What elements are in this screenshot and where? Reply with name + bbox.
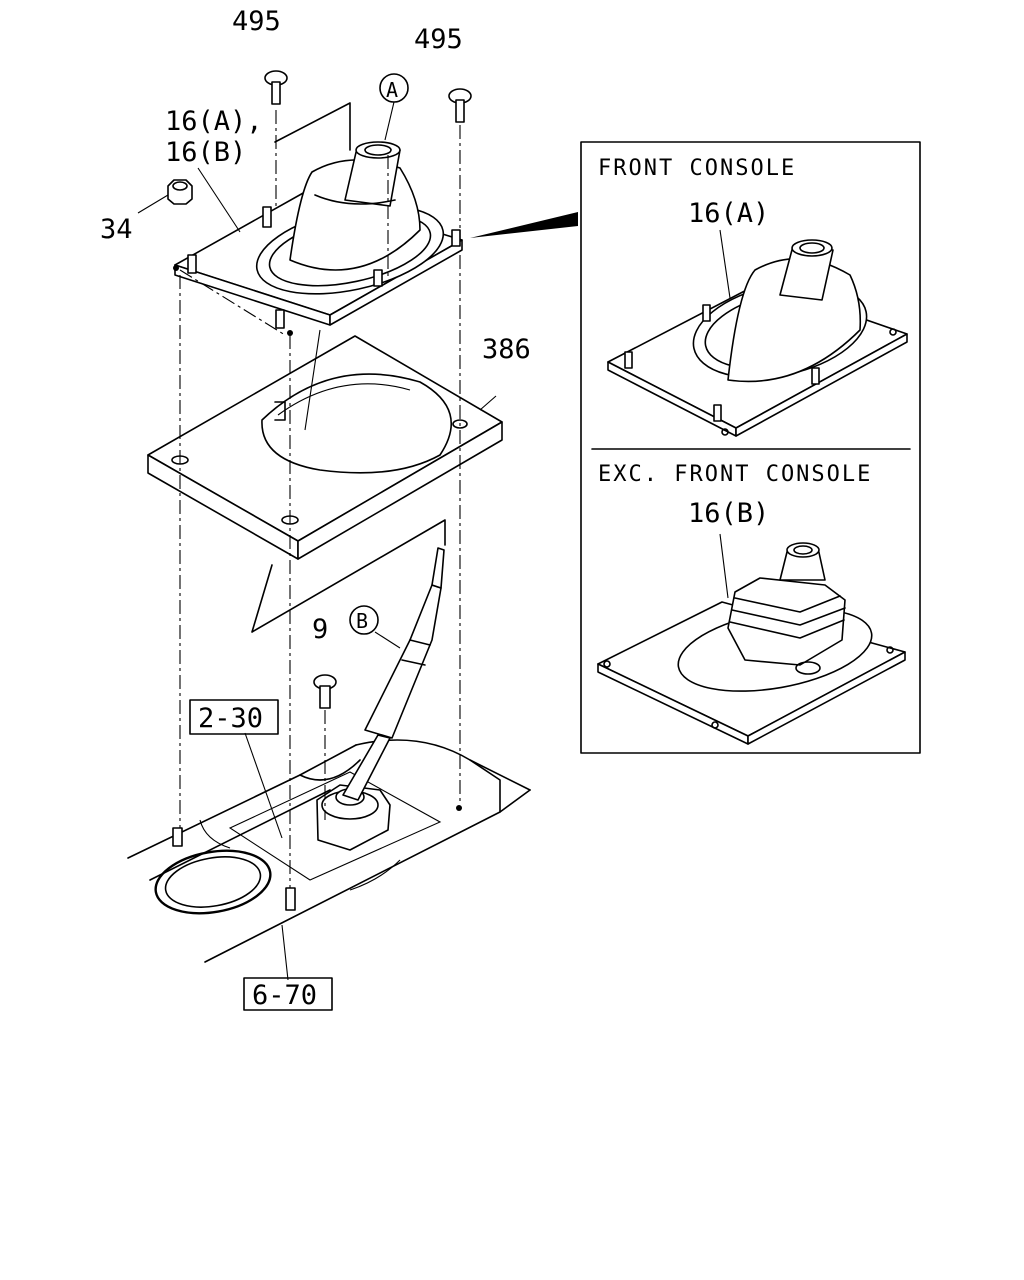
boot-bracket (274, 102, 351, 151)
svg-text:2-30: 2-30 (198, 703, 263, 734)
boot-16b-illustration (597, 533, 906, 745)
plate-386 (147, 335, 503, 560)
label-34: 34 (100, 214, 133, 245)
svg-text:A: A (386, 78, 398, 102)
inset-exc-front-console-part: 16(B) (688, 498, 769, 529)
label-495-left: 495 (232, 6, 281, 37)
inset-front-console-part: 16(A) (688, 198, 769, 229)
alignment-lines (179, 110, 461, 888)
boot-16a-illustration (607, 229, 908, 437)
label-16-line1: 16(A), (165, 106, 263, 137)
boot-assembly-16 (173, 141, 463, 336)
screw-495-right (448, 88, 472, 123)
ref-box-6-70: 6-70 (243, 977, 333, 1011)
label-495-right: 495 (414, 24, 463, 55)
label-16-line2: 16(B) (165, 137, 246, 168)
svg-text:6-70: 6-70 (252, 980, 317, 1011)
leader-lines (137, 101, 578, 981)
screw-495-left (264, 70, 288, 105)
bolt-9 (313, 674, 337, 709)
label-386: 386 (482, 334, 531, 365)
svg-text:B: B (356, 609, 368, 633)
shift-lever (342, 547, 445, 801)
callout-a: A (379, 73, 409, 103)
callout-b: B (349, 605, 379, 635)
ref-box-2-30: 2-30 (189, 699, 279, 735)
inset-exc-front-console-title: EXC. FRONT CONSOLE (598, 462, 872, 487)
inset-front-console-title: FRONT CONSOLE (598, 156, 796, 181)
dust-shield-triangle (251, 519, 446, 633)
floor-panel (127, 739, 531, 963)
inset-panel: FRONT CONSOLE 16(A) EXC. FRONT CONSOLE 1… (580, 141, 921, 754)
nut-34 (167, 179, 193, 205)
label-9: 9 (312, 614, 328, 645)
